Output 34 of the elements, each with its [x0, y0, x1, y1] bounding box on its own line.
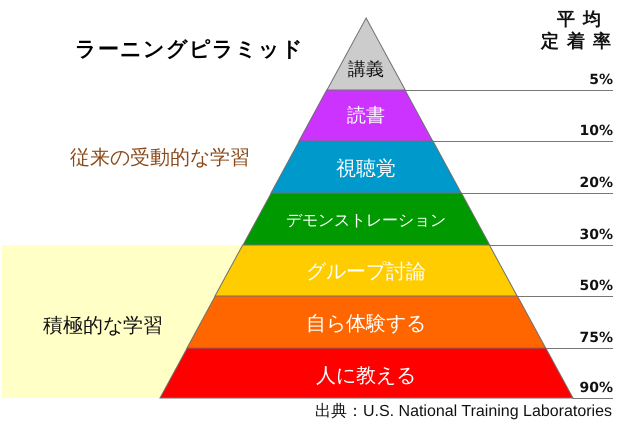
leader-line — [432, 141, 580, 142]
leader-line — [544, 348, 580, 349]
tier-label: 人に教える — [316, 363, 416, 387]
percentage-label: 5% — [579, 71, 613, 91]
source-caption: 出典：U.S. National Training Laboratories — [314, 402, 612, 422]
pyramid-tier — [270, 141, 462, 193]
percentage-label: 50% — [579, 277, 613, 297]
tier-label: 読書 — [346, 104, 385, 128]
pyramid-tier — [299, 90, 433, 141]
percentage-label: 90% — [579, 379, 613, 399]
tier-label: グループ討論 — [306, 259, 426, 283]
leader-line — [488, 245, 580, 246]
diagram-title: ラーニングピラミッド — [75, 37, 304, 62]
leader-line — [404, 90, 580, 91]
percentage-label: 30% — [579, 226, 613, 246]
pyramid-tier — [160, 348, 572, 398]
percentage-label: 10% — [579, 122, 613, 142]
pyramid-tier — [242, 193, 490, 245]
leader-line — [460, 193, 580, 194]
percentage-label: 20% — [579, 174, 613, 194]
pyramid-tier — [214, 245, 518, 296]
pyramid-apex — [326, 18, 406, 90]
leader-line — [572, 398, 580, 399]
tier-label: 講義 — [348, 59, 384, 81]
region-label: 積極的な学習 — [43, 313, 163, 337]
column-header: 平均定着率 — [541, 9, 619, 52]
percentage-label: 75% — [579, 329, 613, 349]
group-label: 従来の受動的な学習 — [70, 145, 250, 169]
pyramid-tier — [186, 296, 546, 348]
tier-label: デモンストレーション — [286, 210, 446, 230]
leader-line — [516, 296, 580, 297]
tier-label: 視聴覚 — [336, 156, 396, 180]
tier-label: 自ら体験する — [306, 311, 426, 335]
highlight-region — [2, 245, 243, 398]
